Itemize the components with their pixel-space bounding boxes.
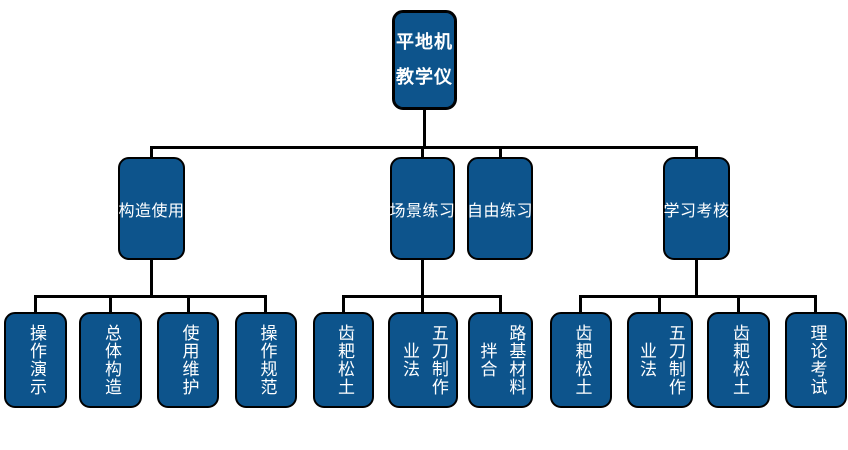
connector-stub-rake-loosen-b	[342, 295, 345, 313]
node-label: 总体构造	[101, 324, 121, 396]
connector-stub-construction-usage	[150, 146, 153, 160]
node-label: 操作演示	[26, 324, 46, 396]
connector-stub-rake-loosen-c1	[579, 295, 582, 313]
node-label: 操作规范	[257, 324, 277, 396]
connector-stub-usage-maintenance	[187, 295, 190, 313]
node-label: 场景练习	[389, 202, 456, 220]
node-five-blade-method-c: 五刀制作业法	[627, 312, 693, 408]
node-operation-rules: 操作规范	[235, 312, 297, 408]
node-construction-usage: 构造使用	[118, 157, 185, 260]
connector-stub-scene-practice	[421, 146, 424, 160]
connector-stub-study-assessment	[695, 146, 698, 160]
node-label: 自由练习	[467, 202, 534, 220]
connector-stub-five-blade-b	[421, 295, 424, 313]
node-label: 理论考试	[807, 324, 827, 396]
connector-stub-theory-exam	[814, 295, 817, 313]
connector-stub-operation-demo	[34, 295, 37, 313]
root-label-line1: 平地机	[396, 31, 453, 52]
connector-stub-free-practice	[499, 146, 502, 160]
node-overall-structure: 总体构造	[79, 312, 142, 408]
connector-stub-five-blade-c	[658, 295, 661, 313]
node-label: 五刀制作业法	[637, 324, 685, 396]
node-rake-loosen-soil-c2: 齿耙松土	[707, 312, 770, 408]
node-root-grader-trainer: 平地机 教学仪	[392, 10, 457, 110]
root-node-label: 平地机 教学仪	[396, 31, 453, 88]
node-roadbed-material-mixing: 路基材料拌合	[468, 312, 533, 408]
node-free-practice: 自由练习	[467, 157, 533, 260]
node-label: 齿耙松土	[334, 324, 354, 396]
node-label: 构造使用	[118, 202, 185, 220]
connector-stub-rake-loosen-c2	[737, 295, 740, 313]
connector-stub-roadbed-mixing	[499, 295, 502, 313]
connector-bar-group-a	[34, 295, 267, 298]
node-label: 齿耙松土	[572, 324, 592, 396]
node-study-assessment: 学习考核	[663, 157, 730, 260]
node-label: 五刀制作业法	[400, 324, 448, 396]
connector-stem-group-b	[421, 260, 424, 297]
node-label: 学习考核	[663, 202, 730, 220]
node-label: 齿耙松土	[729, 324, 749, 396]
connector-bar-group-c	[579, 295, 817, 298]
node-rake-loosen-soil-b: 齿耙松土	[313, 312, 374, 408]
node-label: 路基材料拌合	[477, 324, 526, 396]
node-five-blade-method-b: 五刀制作业法	[388, 312, 458, 408]
node-operation-demo: 操作演示	[4, 312, 67, 408]
connector-stub-overall-structure	[109, 295, 112, 313]
connector-stub-operation-rules	[264, 295, 267, 313]
connector-stem-group-c	[695, 260, 698, 297]
connector-root-stem	[423, 110, 426, 149]
node-rake-loosen-soil-c1: 齿耙松土	[550, 312, 612, 408]
root-label-line2: 教学仪	[396, 66, 453, 87]
node-theory-exam: 理论考试	[785, 312, 847, 408]
connector-level2-bar	[150, 146, 698, 149]
connector-stem-group-a	[150, 260, 153, 297]
node-label: 使用维护	[179, 324, 199, 396]
node-usage-maintenance: 使用维护	[157, 312, 219, 408]
node-scene-practice: 场景练习	[390, 157, 455, 260]
